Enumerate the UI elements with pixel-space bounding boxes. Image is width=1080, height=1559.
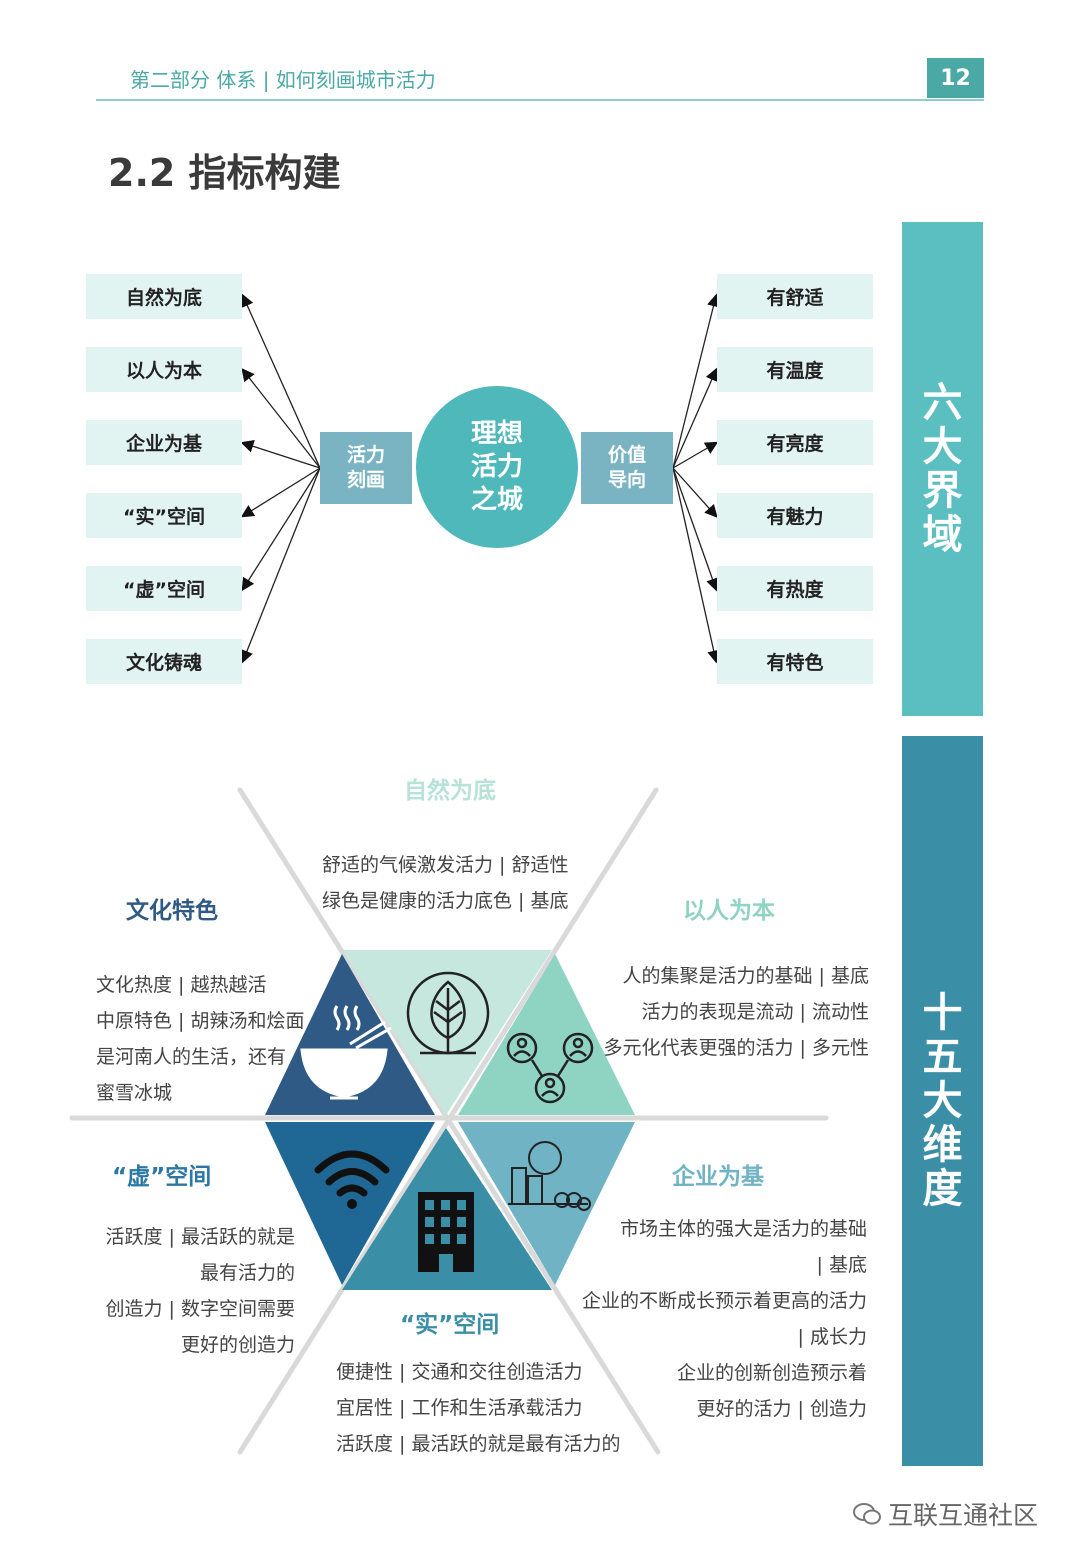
culture-text: 文化热度 | 越热越活 中原特色 | 胡辣汤和烩面 是河南人的生活，还有 蜜雪冰… — [96, 974, 305, 1104]
factory-money-icon — [508, 1141, 591, 1211]
right-item-heat: 有热度 — [717, 566, 873, 611]
right-item-comfort: 有舒适 — [717, 274, 873, 319]
hex-title-culture: 文化特色 — [126, 898, 218, 924]
hex-title-virtual: “虚”空间 — [112, 1164, 212, 1190]
hex-title-real: “实”空间 — [400, 1312, 500, 1338]
diagonal-divider-b — [237, 787, 659, 1455]
watermark: 互联互通社区 — [852, 1496, 1038, 1532]
hex-title-enterprise: 企业为基 — [672, 1164, 764, 1190]
virtual-text: 活跃度 | 最活跃的就是 最有活力的 创造力 | 数字空间需要 更好的创造力 — [105, 1226, 295, 1356]
right-item-charm: 有魅力 — [717, 493, 873, 538]
right-hub-box: 价值导向 — [581, 432, 673, 504]
people-network-icon — [506, 1032, 594, 1104]
segment-people — [458, 954, 635, 1115]
right-item-feature: 有特色 — [717, 639, 873, 684]
right-item-warmth: 有温度 — [717, 347, 873, 392]
watermark-text: 互联互通社区 — [888, 1501, 1039, 1530]
section-title: 2.2 指标构建 — [108, 151, 341, 195]
connector-arrows — [240, 293, 721, 664]
wifi-icon — [314, 1150, 390, 1209]
left-item-culture: 文化铸魂 — [86, 639, 242, 684]
left-item-nature: 自然为底 — [86, 274, 242, 319]
noodle-bowl-icon — [300, 1005, 392, 1100]
ideal-city-circle: 理想活力之城 — [416, 386, 578, 548]
segment-culture — [265, 954, 435, 1115]
left-item-enterprise: 企业为基 — [86, 420, 242, 465]
building-icon — [418, 1192, 474, 1272]
hexagon-diagram — [69, 787, 829, 1455]
page-number: 12 — [927, 58, 984, 98]
people-text: 人的集聚是活力的基础 | 基底 活力的表现是流动 | 流动性 多元化代表更强的活… — [603, 965, 869, 1059]
wechat-icon — [853, 1503, 881, 1525]
left-item-virtual-space: “虚”空间 — [86, 566, 242, 611]
left-hub-box: 活力刻画 — [320, 432, 412, 504]
enterprise-text: 市场主体的强大是活力的基础 | 基底 企业的不断成长预示着更高的活力 | 成长力… — [581, 1218, 867, 1420]
header-divider — [96, 99, 984, 101]
real-space-text: 便捷性 | 交通和交往创造活力 宜居性 | 工作和生活承载活力 活跃度 | 最活… — [336, 1361, 621, 1455]
hex-title-people: 以人为本 — [683, 898, 775, 924]
tree-icon — [406, 971, 490, 1055]
fifteen-dimensions-bar: 十五大维度 — [902, 736, 983, 1466]
hex-title-nature: 自然为底 — [404, 778, 496, 804]
six-domains-bar: 六大界域 — [902, 222, 983, 716]
nature-text: 舒适的气候激发活力 | 舒适性 绿色是健康的活力底色 | 基底 — [322, 854, 569, 912]
left-item-people: 以人为本 — [86, 347, 242, 392]
header-breadcrumb: 第二部分 体系 | 如何刻画城市活力 — [130, 68, 436, 92]
left-item-real-space: “实”空间 — [86, 493, 242, 538]
right-item-brightness: 有亮度 — [717, 420, 873, 465]
